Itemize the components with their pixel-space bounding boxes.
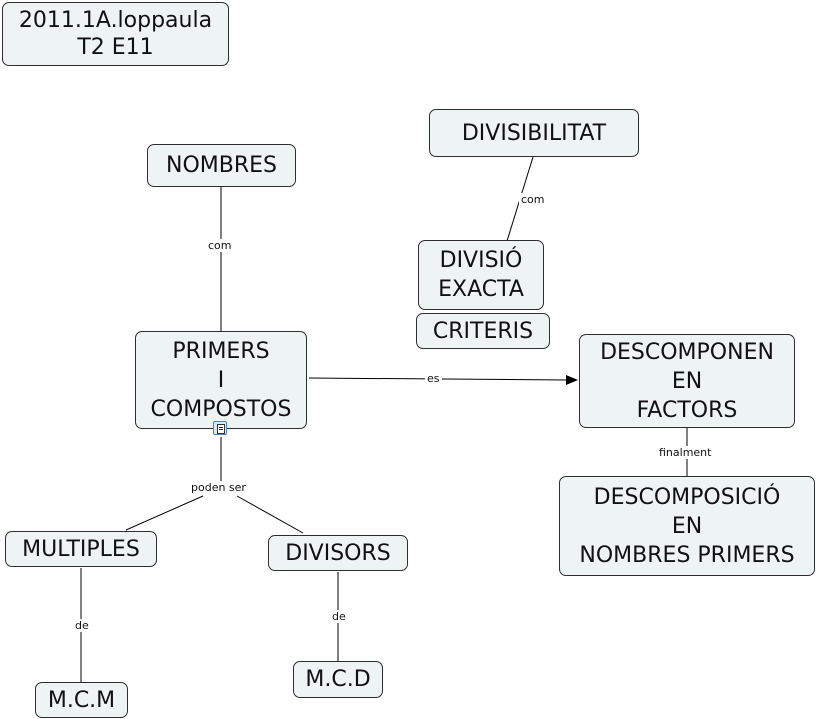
concept-label: DIVISORS [285,540,391,566]
concept-descomposicio-en-nombres-primers[interactable]: DESCOMPOSICIÓ EN NOMBRES PRIMERS [559,476,815,576]
concept-divisibilitat[interactable]: DIVISIBILITAT [429,109,639,157]
concept-label-line-1: DIVISIÓ [439,248,523,273]
concept-label-line-1: DESCOMPOSICIÓ [593,484,781,510]
map-title-line-1: 2011.1A.loppaula [18,8,213,33]
map-title-line-2: T2 E11 [77,35,154,60]
concept-descomponen-en-factors[interactable]: DESCOMPONEN EN FACTORS [579,334,795,428]
concept-primers-i-compostos[interactable]: PRIMERS I COMPOSTOS [135,331,307,429]
concept-label: M.C.D [305,667,371,692]
concept-divisors[interactable]: DIVISORS [268,535,408,571]
concept-label: DIVISIBILITAT [461,120,607,146]
link-label-com: com [519,193,547,206]
concept-label-line-3: FACTORS [636,397,738,423]
concept-label: CRITERIS [432,318,534,344]
concept-label: M.C.M [47,687,116,713]
concept-label-line-3: COMPOSTOS [150,396,292,422]
concept-mcd[interactable]: M.C.D [293,661,383,698]
concept-label-line-2: EXACTA [438,277,524,302]
concept-label-line-1: PRIMERS [172,338,270,364]
concept-label-line-3: NOMBRES PRIMERS [579,542,795,568]
link-label-es: es [425,372,442,385]
concept-label-line-2: EN [671,513,703,539]
link-label-poden-ser: poden ser [189,481,248,494]
concept-label-line-1: DESCOMPONEN [600,339,774,365]
concept-label-line-2: EN [671,368,703,394]
link-label-de: de [330,610,348,623]
document-icon[interactable] [213,421,227,435]
concept-mcm[interactable]: M.C.M [35,682,128,718]
link-label-finalment: finalment [657,446,714,459]
link-label-com: com [206,239,234,252]
link-label-de: de [73,619,91,632]
concept-label: NOMBRES [166,153,277,178]
map-title-box: 2011.1A.loppaula T2 E11 [2,2,229,66]
concept-criteris[interactable]: CRITERIS [416,313,550,349]
concept-label-line-2: I [217,367,225,393]
concept-multiples[interactable]: MULTIPLES [5,531,157,567]
concept-divisio-exacta[interactable]: DIVISIÓ EXACTA [418,240,544,310]
concept-nombres[interactable]: NOMBRES [147,144,296,187]
concept-label: MULTIPLES [22,536,140,562]
